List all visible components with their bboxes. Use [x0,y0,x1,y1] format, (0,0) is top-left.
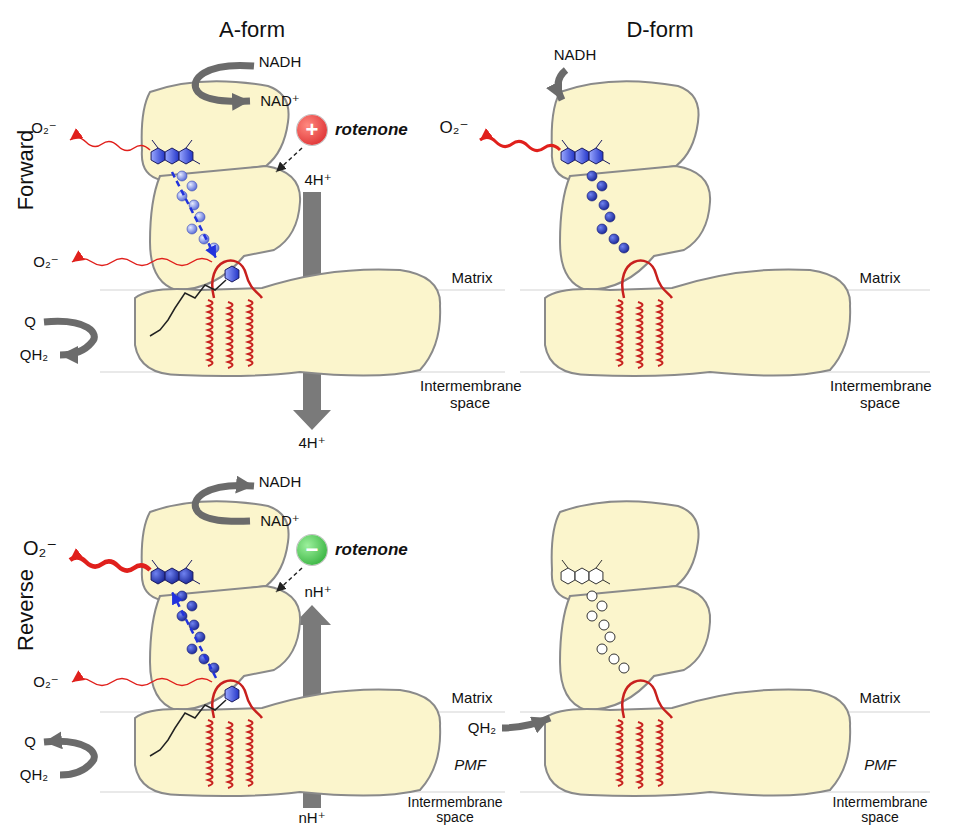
compartment-label: Intermembrane space [420,378,520,411]
compartment-label: Intermembrane space [830,378,930,411]
proton-label: 4H⁺ [298,435,325,452]
inhibitor-name: rotenone [335,540,408,560]
quinol-label: QH₂ [20,347,48,364]
substrate-label: NADH [259,54,302,71]
inhibitor-name: rotenone [335,120,408,140]
substrate-label: NAD⁺ [260,513,300,530]
panel-heading: D-form [626,18,693,42]
superoxide-label: O₂⁻ [33,254,58,271]
pmf-label: PMF [864,757,896,774]
rotenone-effect-circle: +rotenone [297,115,327,145]
rotenone-effect-circle: −rotenone [297,535,327,565]
compartment-label: Matrix [860,270,901,287]
row-heading: Forward [14,130,38,211]
compartment-label: Matrix [452,270,493,287]
compartment-label: Intermembrane space [830,795,930,826]
product-label: NAD⁺ [260,93,300,110]
compartment-label: Matrix [452,690,493,707]
superoxide-label: O₂⁻ [33,674,58,691]
effect-sign: + [297,115,327,145]
product-label: NADH [259,474,302,491]
compartment-label: Intermembrane space [405,795,505,826]
proton-label: 4H⁺ [304,172,331,189]
superoxide-label: O₂⁻ [31,120,56,137]
proton-label: nH⁺ [304,584,331,601]
quinol-label: QH₂ [20,767,48,784]
effect-sign: − [297,535,327,565]
pmf-label: PMF [454,757,486,774]
proton-label: nH⁺ [298,810,325,827]
quinol-label: QH₂ [468,720,496,737]
quinone-label: Q [24,734,36,751]
row-heading: Reverse [14,569,38,651]
substrate-label: NADH [554,47,597,64]
compartment-label: Matrix [860,690,901,707]
panel-heading: A-form [219,18,285,42]
superoxide-label: O₂⁻ [440,119,469,138]
quinone-label: Q [24,314,36,331]
superoxide-label: O₂⁻ [23,537,57,559]
